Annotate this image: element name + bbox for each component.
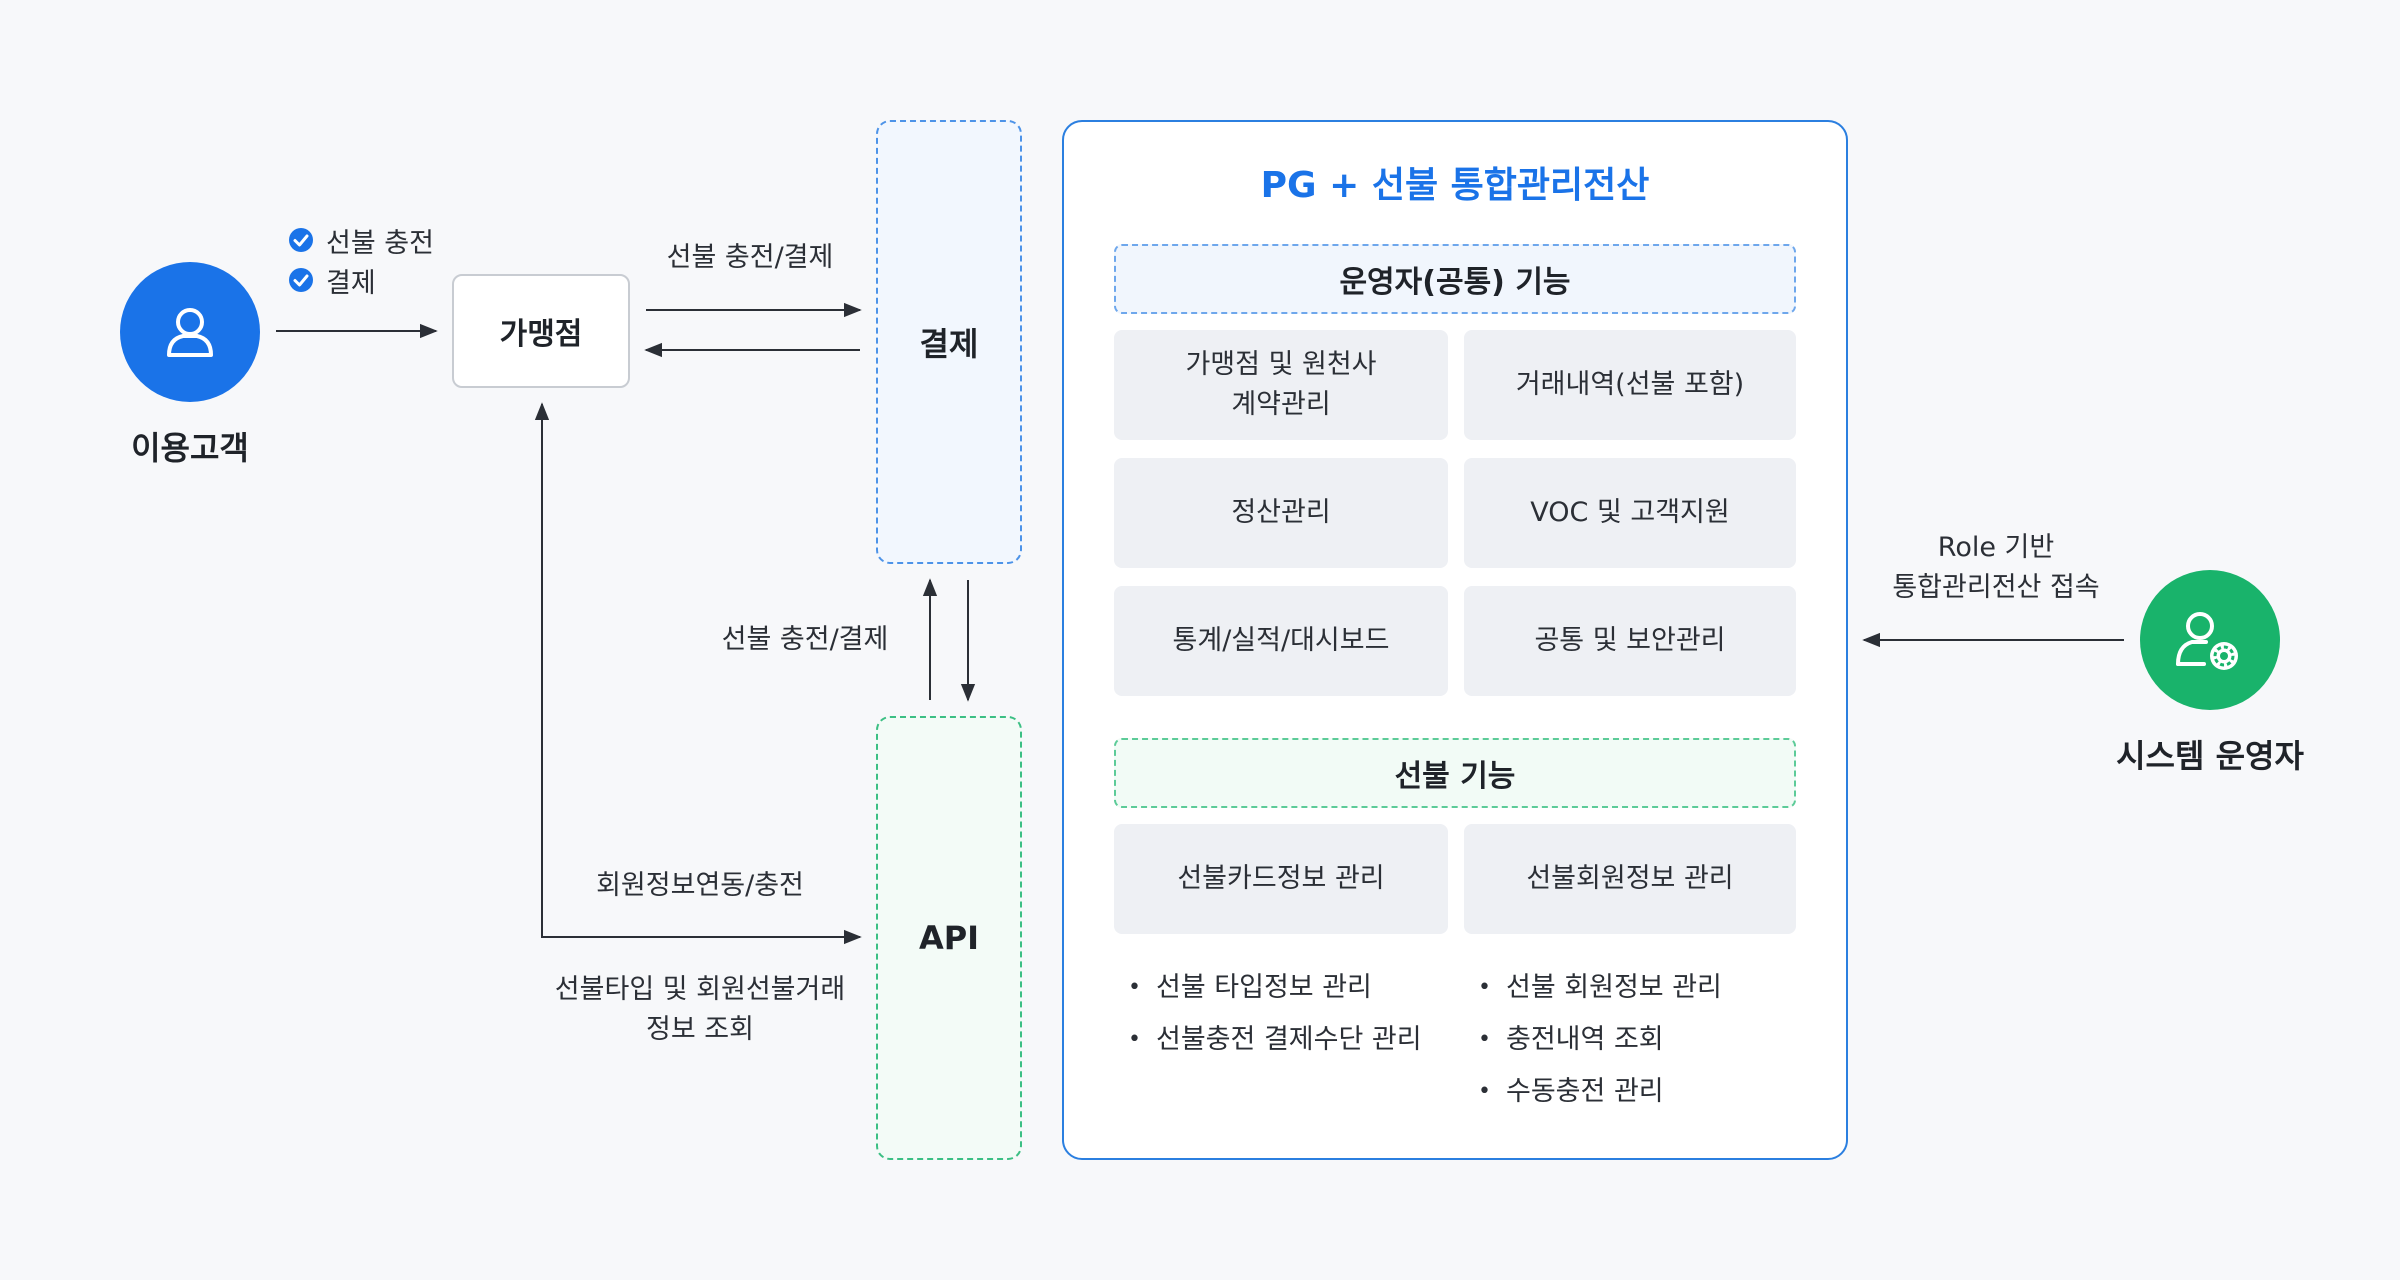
feature-voc-support: VOC 및 고객지원 (1464, 458, 1796, 568)
customer-action-label: 선불 충전 (326, 227, 434, 259)
merchant-label: 가맹점 (499, 317, 583, 352)
api-node: API (876, 716, 1022, 1160)
common-features-header-label: 운영자(공통) 기능 (1339, 265, 1571, 300)
list-item: 수동충전 관리 (1478, 1072, 1664, 1112)
flow-label-member-link: 회원정보연동/충전 (596, 870, 804, 901)
feature-transaction-history: 거래내역(선불 포함) (1464, 330, 1796, 440)
customer-node (120, 262, 260, 402)
customer-action-item: 선불 충전 (288, 222, 488, 259)
feature-label: 선불카드정보 관리 (1177, 863, 1385, 894)
feature-label: VOC 및 고객지원 (1530, 497, 1730, 528)
prepaid-features-header-label: 선불 기능 (1394, 759, 1516, 794)
prepaid-features-header: 선불 기능 (1114, 738, 1796, 808)
api-label: API (918, 919, 980, 957)
merchant-node: 가맹점 (452, 274, 630, 388)
system-title: PG + 선불 통합관리전산 (1260, 165, 1650, 206)
feature-label: 공통 및 보안관리 (1534, 625, 1726, 656)
check-circle-icon (289, 268, 313, 292)
feature-label: 거래내역(선불 포함) (1515, 369, 1745, 400)
feature-contract-management: 가맹점 및 원천사 계약관리 (1114, 330, 1448, 440)
customer-label: 이용고객 (131, 429, 249, 467)
payment-label: 결제 (919, 325, 979, 363)
feature-settlement: 정산관리 (1114, 458, 1448, 568)
feature-prepaid-card: 선불카드정보 관리 (1114, 824, 1448, 934)
flow-label-query-line2: 정보 조회 (646, 1014, 754, 1045)
operator-node (2140, 570, 2280, 710)
feature-label: 가맹점 및 원천사 (1185, 349, 1377, 380)
payment-node: 결제 (876, 120, 1022, 564)
user-gear-icon (2176, 612, 2238, 670)
list-item: 선불충전 결제수단 관리 (1128, 1020, 1422, 1060)
operator-label: 시스템 운영자 (2116, 737, 2304, 775)
list-item: 선불 회원정보 관리 (1478, 968, 1722, 1008)
feature-label: 선불회원정보 관리 (1526, 863, 1734, 894)
feature-label: 통계/실적/대시보드 (1172, 625, 1390, 656)
feature-label: 계약관리 (1231, 389, 1331, 420)
customer-action-item: 결제 (288, 262, 488, 299)
arrow-api-to-merchant (534, 402, 860, 938)
feature-security-management: 공통 및 보안관리 (1464, 586, 1796, 696)
flow-label-merchant-payment: 선불 충전/결제 (666, 242, 834, 273)
list-item: 충전내역 조회 (1478, 1020, 1664, 1060)
flow-label-operator-line1: Role 기반 (1937, 532, 2055, 563)
flow-label-payment-api: 선불 충전/결제 (721, 624, 889, 655)
check-circle-icon (289, 228, 313, 252)
common-features-header: 운영자(공통) 기능 (1114, 244, 1796, 314)
list-item: 선불 타입정보 관리 (1128, 968, 1372, 1008)
customer-action-label: 결제 (326, 267, 376, 299)
user-icon (167, 308, 213, 357)
feature-label: 정산관리 (1231, 497, 1331, 528)
feature-prepaid-member: 선불회원정보 관리 (1464, 824, 1796, 934)
flow-label-operator-line2: 통합관리전산 접속 (1892, 572, 2100, 603)
feature-statistics-dashboard: 통계/실적/대시보드 (1114, 586, 1448, 696)
flow-label-query-line1: 선불타입 및 회원선불거래 (554, 974, 846, 1005)
